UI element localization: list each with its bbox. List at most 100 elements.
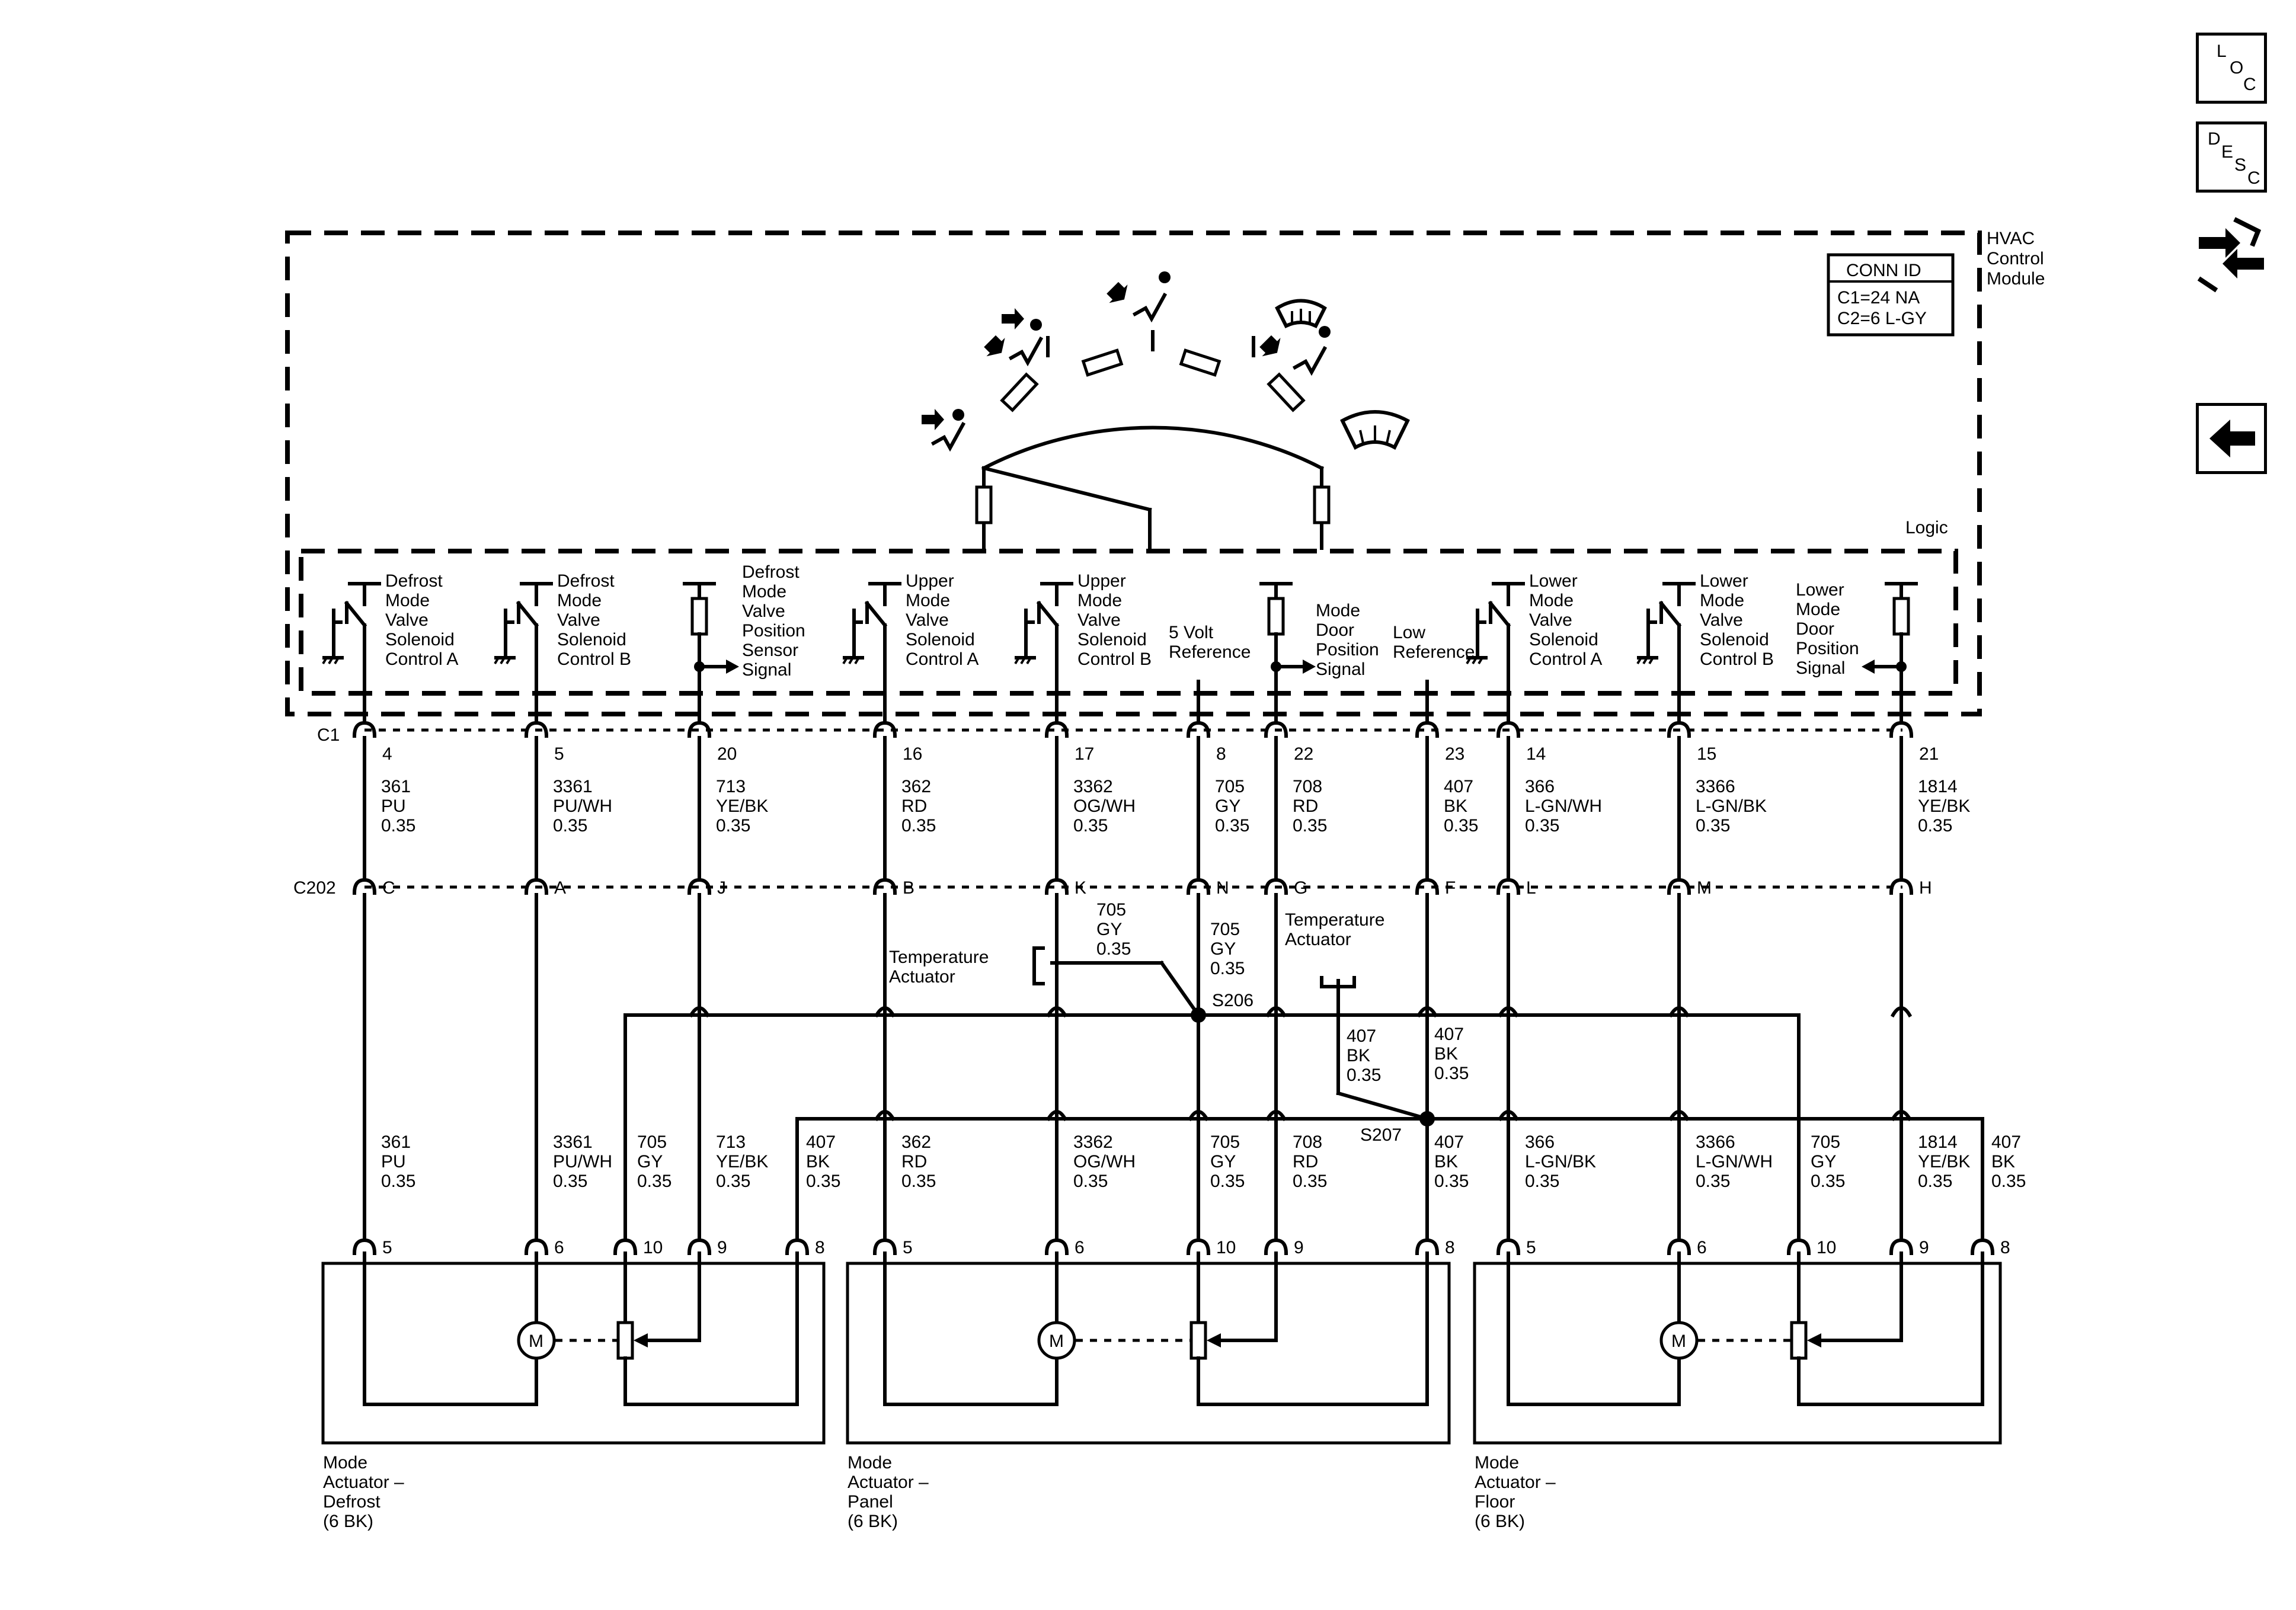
wire-defrost-pos-0: 713 xyxy=(716,777,746,796)
c1-pin-5 xyxy=(524,721,549,738)
c1-pin-label-23: 23 xyxy=(1445,744,1464,764)
c1-pin-label-14: 14 xyxy=(1526,744,1546,764)
s206-branch-wire-2: 0.35 xyxy=(1096,939,1131,959)
s206-wire-1: GY xyxy=(1210,939,1236,959)
wire-upper-a-1: RD xyxy=(901,796,927,816)
motor-floor xyxy=(1659,1321,1699,1360)
module-title-2: Control xyxy=(1987,249,2044,268)
actuator-floor-pin-label-2: 10 xyxy=(1817,1238,1836,1257)
circuit-desc-lower-a-3: Solenoid xyxy=(1529,630,1598,649)
wire-ref-5v-0: 705 xyxy=(1215,777,1245,796)
lower-wire-mode-pos-1: RD xyxy=(1293,1152,1318,1172)
c1-pin-4 xyxy=(352,721,377,738)
actuator-panel-box xyxy=(846,1262,1451,1445)
conn-id-line-1: C1=24 NA xyxy=(1837,288,1920,308)
actuator-defrost-pin-5 xyxy=(352,1238,377,1256)
c202-pin-label-L: L xyxy=(1526,878,1536,898)
circuit-desc-defrost-a-1: Mode xyxy=(385,591,430,610)
actuator-floor-pin-6 xyxy=(1667,1238,1691,1256)
circuit-desc-lower-a-4: Control A xyxy=(1529,649,1602,669)
actuator-floor-name-1: Actuator – xyxy=(1475,1473,1556,1492)
circuit-desc-ref-5v-1: Reference xyxy=(1169,642,1251,662)
lower-wire-low-ref-0: 407 xyxy=(1434,1132,1464,1152)
desc-letter-d: D xyxy=(2208,129,2221,149)
c1-pin-label-15: 15 xyxy=(1697,744,1716,764)
circuit-desc-mode-pos-0: Mode xyxy=(1316,601,1360,620)
wire-mode-pos-1: RD xyxy=(1293,796,1318,816)
c1-pin-23 xyxy=(1415,721,1440,738)
loc-letter-o: O xyxy=(2230,58,2244,78)
c1-label: C1 xyxy=(317,725,340,745)
lower-wire-mode-pos-0: 708 xyxy=(1293,1132,1322,1152)
loc-letter-l: L xyxy=(2217,41,2227,61)
desc-button[interactable]: D E S C xyxy=(2196,121,2267,193)
back-button[interactable] xyxy=(2196,403,2267,474)
act-defrost-407-2: 0.35 xyxy=(806,1172,840,1191)
circuit-desc-ref-5v-0: 5 Volt xyxy=(1169,623,1214,642)
lower-wire-defrost-b-0: 3361 xyxy=(553,1132,593,1152)
connector-icon[interactable] xyxy=(2193,213,2270,296)
actuator-defrost-pin-label-3: 9 xyxy=(717,1238,727,1257)
circuit-desc-lower-pos-2: Door xyxy=(1796,619,1834,639)
wire-defrost-b-2: 0.35 xyxy=(553,816,587,836)
lower-wire-low-ref-1: BK xyxy=(1434,1152,1458,1172)
wire-upper-a-0: 362 xyxy=(901,777,931,796)
circuit-desc-lower-b-1: Mode xyxy=(1700,591,1744,610)
lower-wire-lower-pos-0: 1814 xyxy=(1918,1132,1958,1152)
wire-defrost-a-1: PU xyxy=(381,796,406,816)
actuator-panel-pin-label-0: 5 xyxy=(903,1238,913,1257)
circuit-desc-lower-pos-0: Lower xyxy=(1796,580,1844,600)
circuit-desc-upper-b-4: Control B xyxy=(1077,649,1152,669)
actuator-floor-pin-10 xyxy=(1786,1238,1811,1256)
defog-mode-icon xyxy=(1259,299,1331,376)
s207-wire-2: 0.35 xyxy=(1434,1064,1469,1083)
panel-mode-icon xyxy=(922,409,966,452)
lower-wire-lower-a-0: 366 xyxy=(1525,1132,1555,1152)
lower-wire-defrost-a-1: PU xyxy=(381,1152,406,1172)
module-internal-components xyxy=(322,582,1918,725)
wire-harness xyxy=(352,721,1995,1406)
module-title-1: HVAC xyxy=(1987,229,2035,248)
lower-wire-lower-pos-1: YE/BK xyxy=(1918,1152,1970,1172)
circuit-desc-defrost-b-2: Valve xyxy=(557,610,600,630)
conn-id-line-2: C2=6 L-GY xyxy=(1837,309,1927,328)
wire-mode-pos-0: 708 xyxy=(1293,777,1322,796)
s207-branch-wire-1: BK xyxy=(1347,1046,1370,1065)
lower-wire-upper-a-0: 362 xyxy=(901,1132,931,1152)
actuator-panel-name-3: (6 BK) xyxy=(848,1512,898,1531)
motor-defrost xyxy=(517,1321,556,1360)
lower-wire-lower-b-1: L-GN/WH xyxy=(1696,1152,1773,1172)
wire-ref-5v-2: 0.35 xyxy=(1215,816,1249,836)
motor-defrost-label: M xyxy=(529,1331,543,1351)
c202-pin-H xyxy=(1889,878,1914,895)
lower-wire-lower-a-1: L-GN/BK xyxy=(1525,1152,1596,1172)
actuator-panel-name-0: Mode xyxy=(848,1453,892,1473)
c202-pin-label-A: A xyxy=(554,878,566,898)
c202-pin-A xyxy=(524,878,549,895)
hvac-module-boundary xyxy=(285,231,1982,716)
logic-label: Logic xyxy=(1905,518,1948,537)
actuator-panel-pin-10 xyxy=(1186,1238,1211,1256)
actuator-panel-pin-9 xyxy=(1264,1238,1288,1256)
actuator-panel-name-2: Panel xyxy=(848,1492,893,1512)
c202-pin-L xyxy=(1496,878,1521,895)
circuit-desc-defrost-pos-4: Sensor xyxy=(742,641,798,660)
c202-pin-N xyxy=(1186,878,1211,895)
actuator-panel-pin-6 xyxy=(1044,1238,1069,1256)
circuit-desc-lower-b-0: Lower xyxy=(1700,571,1748,591)
lower-wire-ref-5v-2: 0.35 xyxy=(1210,1172,1245,1191)
circuit-desc-mode-pos-1: Door xyxy=(1316,620,1354,640)
wire-low-ref-1: BK xyxy=(1444,796,1467,816)
s206-branch-label-0: Temperature xyxy=(889,948,989,967)
motor-panel-label: M xyxy=(1049,1331,1064,1351)
c1-pin-label-21: 21 xyxy=(1919,744,1939,764)
actuator-defrost-name-3: (6 BK) xyxy=(323,1512,373,1531)
circuit-desc-mode-pos-3: Signal xyxy=(1316,660,1365,679)
c1-pin-8 xyxy=(1186,721,1211,738)
lower-wire-ref-5v-0: 705 xyxy=(1210,1132,1240,1152)
desc-letter-s: S xyxy=(2234,155,2247,175)
c202-pin-C xyxy=(352,878,377,895)
circuit-desc-defrost-b-4: Control B xyxy=(557,649,631,669)
loc-button[interactable]: L O C xyxy=(2196,33,2267,104)
